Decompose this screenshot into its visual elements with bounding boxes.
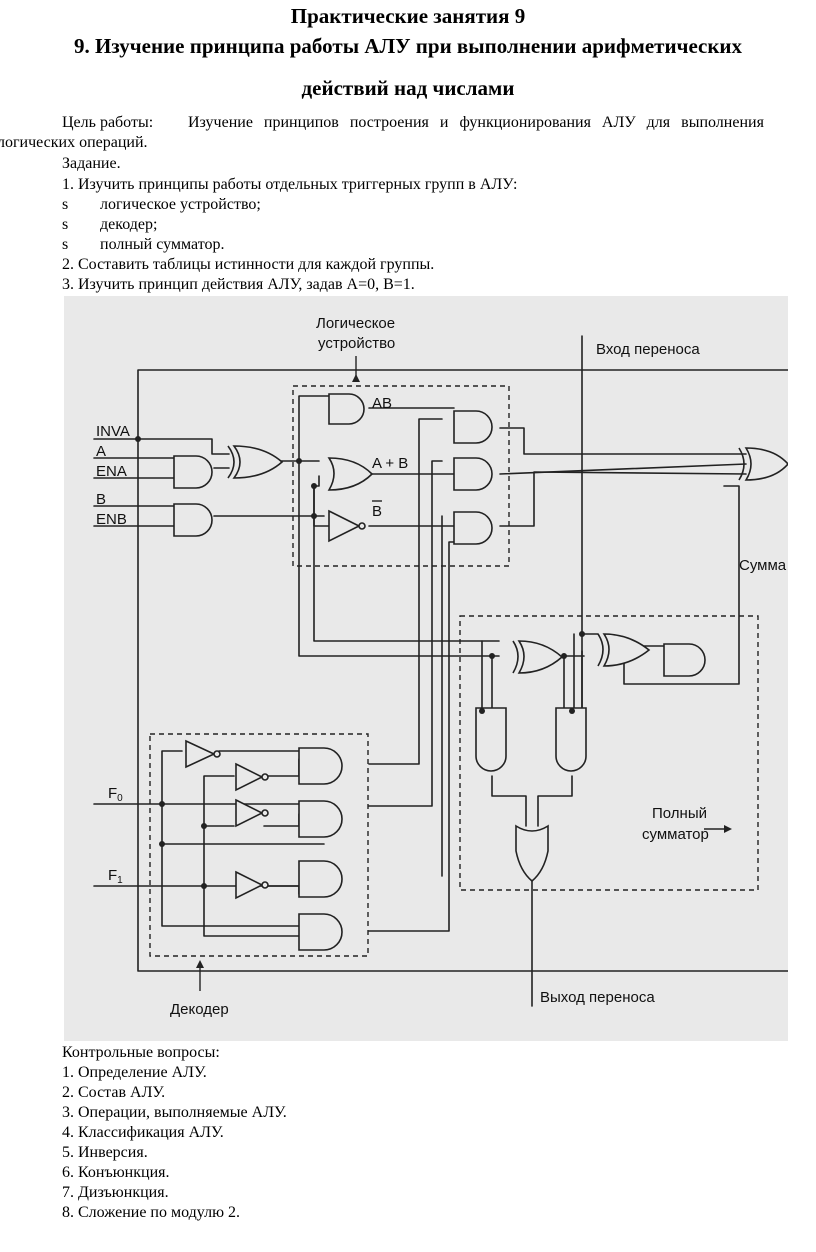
- f0-label: F0: [108, 785, 123, 804]
- question-item: 6. Конъюнкция.: [62, 1164, 170, 1181]
- xor-gate-adder: [517, 640, 564, 674]
- inva-label: INVA: [96, 423, 130, 440]
- bullet-marker: s: [62, 216, 69, 233]
- and-gate: [173, 455, 213, 489]
- alu-circuit-diagram: Логическое устройство Вход переноса INVA…: [64, 296, 790, 1041]
- goal-text-cont: логических операций.: [0, 134, 148, 151]
- task-item-3: 3. Изучить принцип действия АЛУ, задав А…: [62, 276, 415, 293]
- questions-heading: Контрольные вопросы:: [62, 1044, 220, 1061]
- title-line-2: 9. Изучение принципа работы АЛУ при выпо…: [73, 34, 743, 58]
- inverter-bubble: [358, 522, 366, 530]
- and-gate-decoder: [298, 913, 343, 951]
- inverter-bubble: [261, 773, 269, 781]
- and-gate-decoder: [298, 747, 343, 785]
- and-gate-ab: [328, 393, 365, 425]
- full-adder-label: сумматор: [642, 826, 709, 843]
- b-not-label: B: [372, 503, 382, 520]
- question-item: 5. Инверсия.: [62, 1144, 148, 1161]
- bullet-text: логическое устройство;: [100, 196, 261, 213]
- question-item: 7. Дизъюнкция.: [62, 1184, 169, 1201]
- carry-in-label: Вход переноса: [596, 341, 700, 358]
- bullet-marker: s: [62, 236, 69, 253]
- full-adder-box: [459, 615, 759, 891]
- sum-label: Сумма: [739, 557, 787, 574]
- bullet-marker: s: [62, 196, 69, 213]
- decoder-box: [149, 733, 369, 957]
- task-item-2: 2. Составить таблицы истинности для кажд…: [62, 256, 435, 273]
- or-gate-carry-out: [515, 824, 549, 883]
- and-gate-decoder: [298, 860, 343, 898]
- task-item-1: 1. Изучить принципы работы отдельных три…: [62, 176, 518, 193]
- logic-unit-box: [292, 385, 510, 567]
- logic-unit-label: устройство: [318, 335, 395, 352]
- inverter-bubble: [261, 809, 269, 817]
- not-gate: [235, 762, 264, 792]
- carry-out-label: Выход переноса: [540, 989, 655, 1006]
- and-gate-sum-enable: [663, 643, 706, 677]
- diagram-labels: Логическое устройство Вход переноса INVA…: [96, 315, 787, 1018]
- alu-schematic: Логическое устройство Вход переноса INVA…: [93, 315, 790, 1018]
- b-label: B: [96, 491, 106, 508]
- or-gate-output: [744, 447, 790, 481]
- ena-label: ENA: [96, 463, 127, 480]
- not-gate: [235, 798, 264, 828]
- gates: [173, 393, 790, 951]
- task-heading: Задание.: [62, 155, 121, 172]
- goal-text: Изучение принципов построения и функцион…: [188, 114, 764, 131]
- inverter-bubble: [213, 750, 221, 758]
- question-item: 1. Определение АЛУ.: [62, 1064, 207, 1081]
- decoder-label: Декодер: [170, 1001, 229, 1018]
- ab-label: AB: [372, 395, 392, 412]
- not-gate: [185, 739, 216, 769]
- not-gate-b: [328, 509, 361, 543]
- full-adder-label: Полный: [652, 805, 707, 822]
- not-gate: [235, 870, 264, 900]
- xor-gate-sum: [602, 633, 651, 667]
- and-gate: [453, 410, 493, 444]
- and-gate: [453, 511, 493, 545]
- enb-label: ENB: [96, 511, 127, 528]
- and-gate-carry: [555, 707, 587, 772]
- logic-unit-label: Логическое: [316, 315, 395, 332]
- group-boxes: [149, 385, 759, 957]
- and-gate-carry: [475, 707, 507, 772]
- inverter-bubble: [261, 881, 269, 889]
- junction-dots: [135, 436, 585, 889]
- title-line-1: Практические занятия 9: [290, 4, 526, 28]
- f1-label: F1: [108, 867, 123, 886]
- bullet-text: полный сумматор.: [100, 236, 225, 253]
- question-item: 8. Сложение по модулю 2.: [62, 1204, 241, 1221]
- question-item: 3. Операции, выполняемые АЛУ.: [62, 1104, 287, 1121]
- or-gate-a-plus-b: [327, 457, 374, 491]
- and-gate: [173, 503, 213, 537]
- question-item: 2. Состав АЛУ.: [62, 1084, 166, 1101]
- a-label: A: [96, 443, 106, 460]
- and-gate: [453, 457, 493, 491]
- xor-gate: [232, 445, 284, 479]
- and-gate-decoder: [298, 800, 343, 838]
- bullet-text: декодер;: [100, 216, 158, 233]
- goal-label: Цель работы:: [62, 114, 154, 131]
- wires: [93, 335, 789, 1007]
- question-item: 4. Классификация АЛУ.: [62, 1124, 224, 1141]
- title-line-3: действий над числами: [301, 76, 515, 100]
- a-plus-b-label: A + B: [372, 455, 408, 472]
